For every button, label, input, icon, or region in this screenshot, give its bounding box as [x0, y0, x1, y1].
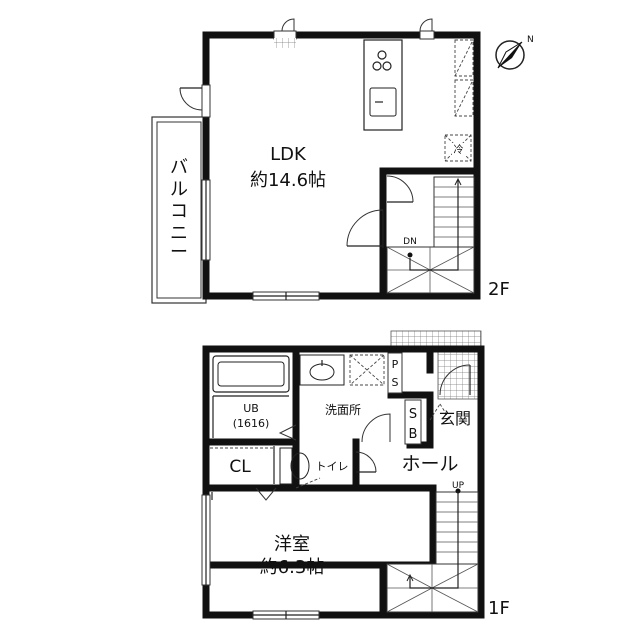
lower-floor-label: 1F: [488, 598, 510, 619]
lower-stair-mark: UP: [452, 481, 465, 491]
compass-icon: N: [495, 35, 534, 70]
sb-label-b: B: [409, 427, 418, 442]
svg-text:ル: ル: [170, 179, 188, 200]
svg-text:バ: バ: [170, 157, 188, 178]
upper-staircase: DN: [386, 176, 475, 294]
ub-name: UB: [243, 402, 259, 415]
entrance-label: 玄関: [439, 409, 471, 428]
ub-size: (1616): [233, 417, 270, 430]
ldk-name: LDK: [270, 144, 307, 165]
entrance-porch-side: [437, 348, 482, 400]
ps-label-p: P: [392, 358, 399, 371]
bathtub: [212, 355, 290, 393]
washer-space: [349, 354, 385, 386]
shelf-lower: [454, 79, 474, 117]
ldk-size: 約14.6帖: [250, 170, 326, 191]
western-room-size: 約6.3帖: [260, 557, 325, 578]
svg-text:ー: ー: [170, 242, 188, 263]
upper-outer-wall: [202, 31, 481, 300]
fridge-mark: 冷: [454, 143, 464, 156]
washroom-label: 洗面所: [325, 403, 361, 417]
ps-label-s: S: [392, 376, 399, 389]
sb-label-s: S: [409, 407, 417, 422]
upper-top-window-left: [273, 30, 297, 40]
upper-top-window-right: [419, 30, 435, 40]
north-mark: N: [527, 35, 534, 45]
toilet-label: トイレ: [316, 460, 349, 473]
fridge-space: [444, 134, 472, 162]
toilet-fixture: [279, 447, 310, 485]
upper-floor-label: 2F: [488, 279, 510, 300]
balcony-label: バ ル コ ニ ー: [170, 157, 188, 263]
western-room-name: 洋室: [274, 534, 310, 555]
shelf-upper: [454, 39, 474, 77]
balcony: [151, 116, 207, 304]
svg-text:コ: コ: [170, 201, 188, 222]
lower-floor: P S S B: [201, 330, 510, 620]
hall-label: ホール: [401, 453, 458, 475]
shoe-box: [404, 399, 422, 445]
svg-text:ニ: ニ: [170, 223, 188, 244]
upper-stair-mark: DN: [403, 237, 417, 247]
pipe-space: [387, 352, 403, 394]
closet-label: CL: [229, 457, 251, 477]
lower-staircase: UP: [386, 481, 479, 613]
balcony-door[interactable]: [201, 84, 211, 118]
upper-floor: 冷 DN: [151, 18, 510, 304]
